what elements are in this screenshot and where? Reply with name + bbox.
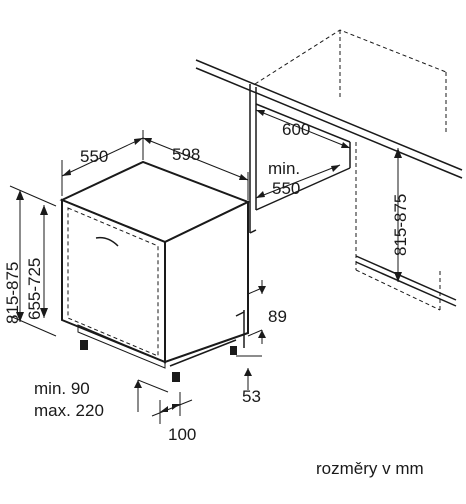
- door-height-label: 655-725: [25, 258, 44, 320]
- dimension-lines: [9, 109, 402, 424]
- foot-back-right: [230, 346, 237, 355]
- foot-front-right: [172, 372, 180, 382]
- plinth-max-label: max. 220: [34, 401, 104, 420]
- niche-depth-min-label: min.: [268, 159, 300, 178]
- foot-offset-100-label: 100: [168, 425, 196, 444]
- depth-label: 550: [80, 147, 108, 166]
- foot-front-left: [80, 340, 88, 350]
- niche-width-label: 600: [282, 120, 310, 139]
- plinth-53-label: 53: [242, 387, 261, 406]
- width-label: 598: [172, 145, 200, 164]
- left-total-height-label: 815-875: [3, 262, 22, 324]
- plinth-89-label: 89: [268, 307, 287, 326]
- niche-height-label: 815-875: [391, 194, 410, 256]
- niche-outline: [195, 29, 463, 311]
- units-note: rozměry v mm: [316, 459, 424, 478]
- dishwasher-body: [59, 160, 251, 382]
- niche-depth-value: 550: [272, 179, 300, 198]
- plinth-min-label: min. 90: [34, 379, 90, 398]
